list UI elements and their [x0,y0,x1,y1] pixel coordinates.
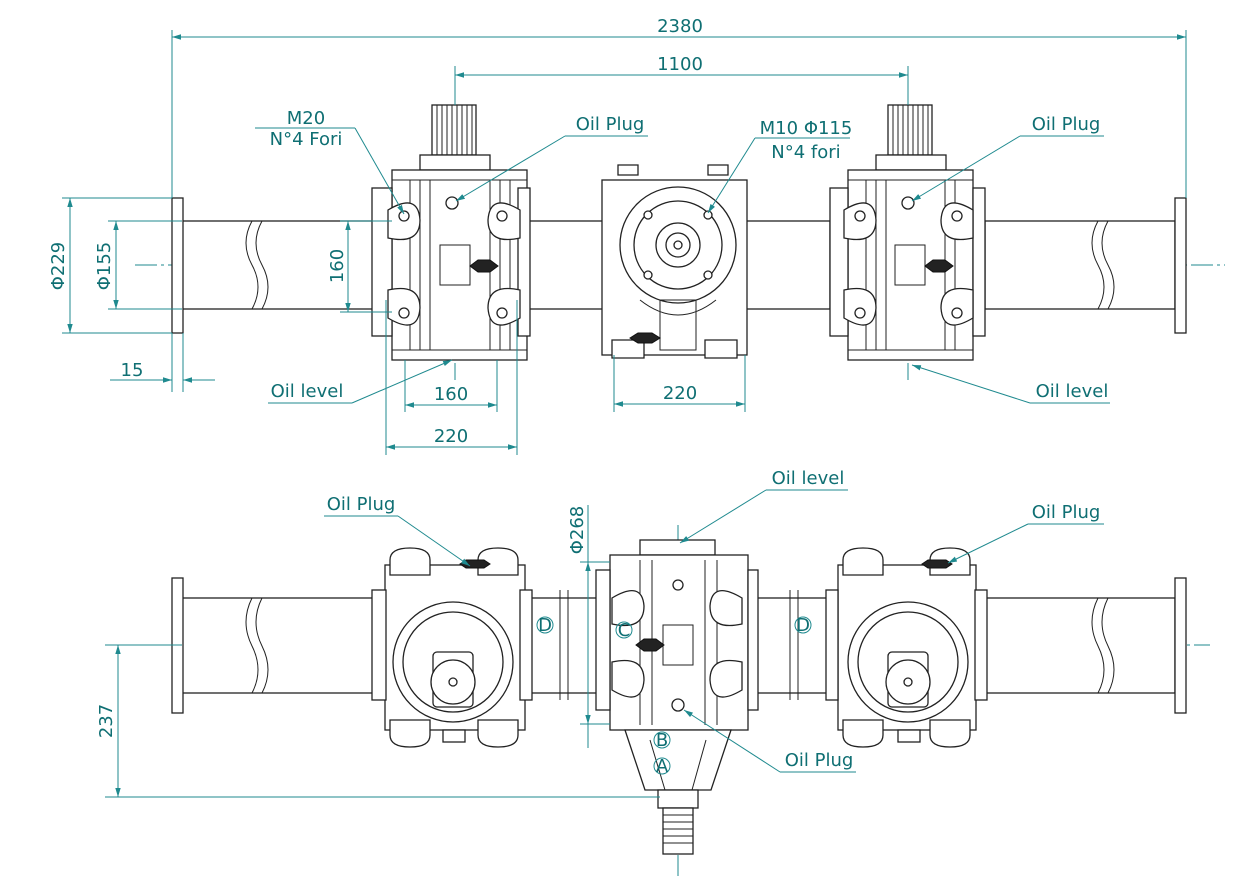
center-box-diameter-text: Φ268 [567,506,588,555]
bottom-shaft-right [984,597,1176,694]
callout-oil-level-top-right: Oil level [911,364,1110,404]
marker-d-left-text: D [538,615,552,636]
callout-oil-level-bottom: Oil level [679,468,848,544]
bottom-flange-right [1174,577,1187,714]
marker-c: C [615,620,633,641]
top-shaft-mid-left [524,220,606,310]
top-gearbox-right [829,104,986,361]
callout-thread-center: M10 Φ115 N°4 fori [707,118,853,214]
top-shaft-left [181,220,383,310]
oil-plug-bottom-center-text: Oil Plug [785,750,854,771]
callout-thread-left: M20 N°4 Fori [255,108,405,215]
marker-a-text: A [656,756,669,777]
shaft-spacing-text: 1100 [657,54,703,75]
flange-thickness-text: 15 [121,360,144,381]
bottom-shaft-mid-right [749,590,831,700]
box-outer-width-text: 220 [434,426,468,447]
oil-plug-bottom-right-text: Oil Plug [1032,502,1101,523]
top-flange-right [1174,197,1187,334]
center-box-width-text: 220 [663,383,697,404]
dim-input-height: 237 [96,644,660,798]
callout-oil-plug-bottom-right: Oil Plug [947,502,1104,564]
marker-b: B [653,730,671,751]
top-shaft-mid-right [744,220,831,310]
bottom-shaft-left [181,597,383,694]
top-view: 2380 1100 Φ229 Φ155 1 [48,16,1225,455]
flange-bolt-text: Φ155 [94,242,115,291]
oil-plug-top-right-text: Oil Plug [1032,114,1101,135]
input-height-text: 237 [96,704,117,738]
bottom-gearbox-center [595,539,759,855]
oil-level-top-right-text: Oil level [1036,381,1109,402]
marker-c-text: C [618,620,631,641]
overall-length-text: 2380 [657,16,703,37]
thread-center-line1: M10 Φ115 [760,118,853,139]
dim-flange-outer: Φ229 [48,197,172,334]
callout-oil-plug-top-right: Oil Plug [911,114,1104,202]
dim-flange-bolt: Φ155 [94,220,182,310]
dim-box-inner-width: 160 [404,360,498,412]
marker-b-text: B [656,730,668,751]
dim-box-outer-width: 220 [385,300,518,455]
thread-center-line2: N°4 fori [771,142,840,163]
top-gearbox-left [371,104,531,361]
callout-oil-plug-top-left: Oil Plug [455,114,648,202]
dim-shaft-spacing: 1100 [454,54,909,105]
oil-level-bottom-text: Oil level [772,468,845,489]
callout-oil-plug-bottom-left: Oil Plug [324,494,471,567]
callout-oil-plug-bottom-center: Oil Plug [683,709,856,773]
top-shaft-right [984,220,1176,310]
dim-flange-thickness: 15 [110,333,215,392]
dim-center-box-width: 220 [613,355,746,412]
marker-d-right: D [794,615,812,636]
thread-left-line2: N°4 Fori [270,129,343,150]
flange-outer-text: Φ229 [48,242,69,291]
oil-plug-top-left-text: Oil Plug [576,114,645,135]
bottom-view: D D C B A Φ268 [96,468,1210,876]
dim-center-box-diameter: Φ268 [567,505,610,748]
bottom-gearbox-left [371,547,533,748]
callout-oil-level-top-left: Oil level [268,359,453,404]
marker-d-right-text: D [796,615,810,636]
oil-level-top-left-text: Oil level [271,381,344,402]
box-height-text: 160 [327,249,348,283]
box-inner-width-text: 160 [434,384,468,405]
marker-d-left: D [536,615,554,636]
dim-overall-length: 2380 [171,16,1187,198]
oil-plug-bottom-left-text: Oil Plug [327,494,396,515]
top-flange-left [171,197,184,334]
bottom-shaft-mid-left [524,590,606,700]
thread-left-line1: M20 [287,108,325,129]
marker-a: A [653,756,671,777]
top-gearbox-center [601,164,748,359]
bottom-gearbox-right [825,547,988,748]
dim-box-height: 160 [327,220,392,313]
